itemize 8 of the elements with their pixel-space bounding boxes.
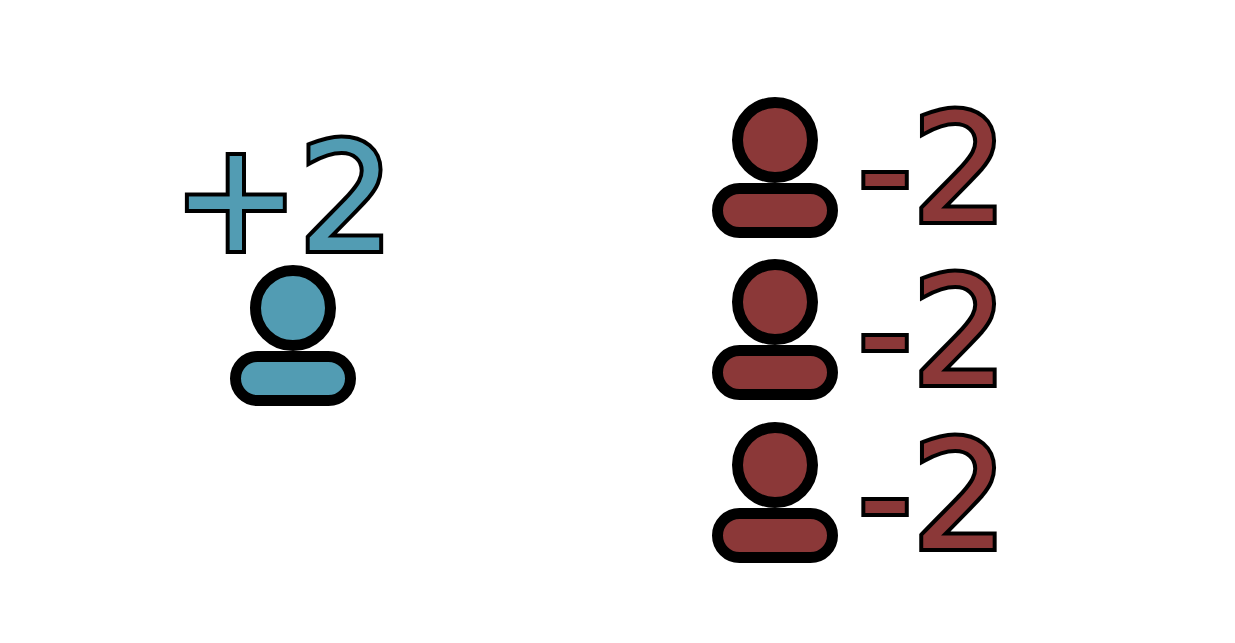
number-label: -2 [858,257,1008,407]
person-icon [710,95,840,240]
person-icon [710,257,840,402]
number-label: -2 [858,94,1008,244]
person-icon [228,263,358,408]
number-label: -2 [858,421,1008,571]
person-icon [710,420,840,565]
number-label: +2 [173,123,395,273]
